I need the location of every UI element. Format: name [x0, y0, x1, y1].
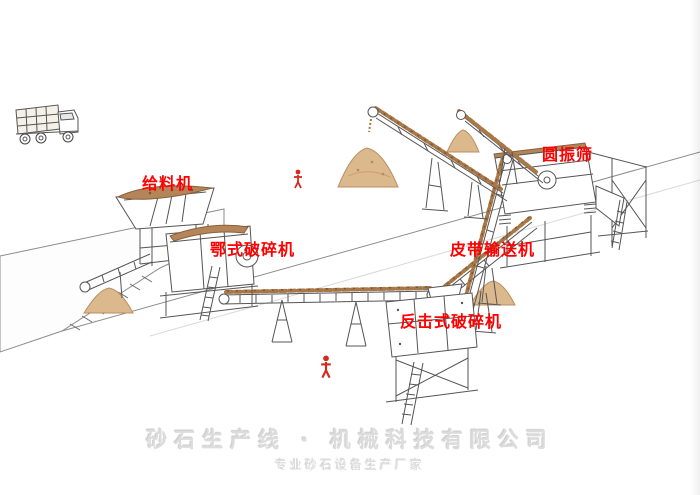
fines-conveyor-left — [79, 253, 153, 299]
main-feed-conveyor — [218, 286, 438, 347]
worker-figure — [294, 169, 331, 379]
dump-truck-illustration — [15, 104, 79, 145]
product-conveyor-left — [367, 105, 508, 220]
product-conveyor-right — [456, 109, 544, 185]
screen-support-frame — [587, 151, 649, 251]
jaw-crusher-machine — [159, 224, 259, 322]
label-jaw-crusher: 鄂式破碎机 — [210, 240, 296, 259]
feeder-machine — [115, 185, 215, 266]
sand-pile — [83, 129, 516, 314]
impact-crusher-machine — [385, 283, 479, 426]
label-impact-crusher: 反击式破碎机 — [400, 312, 503, 331]
label-vibrating-screen: 圆振筛 — [542, 145, 594, 164]
watermark-company-name: 砂石生产线 · 机械科技有限公司 — [146, 428, 554, 452]
label-feeder: 给料机 — [142, 174, 194, 193]
label-belt-conveyor: 皮带输送机 — [450, 240, 536, 259]
page-edge-shading — [690, 0, 700, 495]
watermark-subtitle: 专业砂石设备生产厂家 — [274, 458, 425, 472]
